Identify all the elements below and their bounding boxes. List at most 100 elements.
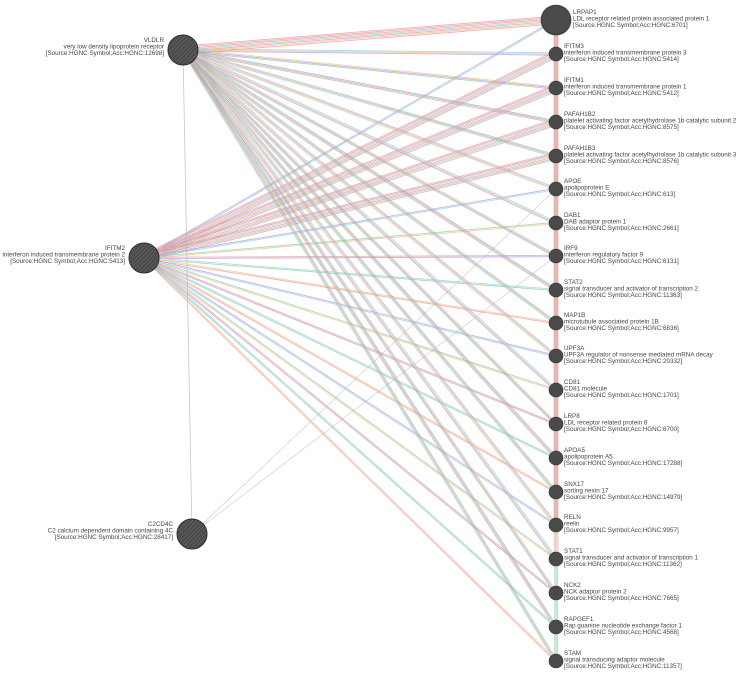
node-label-upf3a-source: [Source:HGNC Symbol;Acc:HGNC:20332] xyxy=(564,358,683,365)
node-label-irf9-name: IRF9 xyxy=(564,245,578,252)
edge-vldlr-reln xyxy=(182,49,557,526)
node-label-stat2-source: [Source:HGNC Symbol;Acc:HGNC:11363] xyxy=(564,292,682,299)
edge-vldlr-nck2 xyxy=(182,49,557,594)
edge-vldlr-stam xyxy=(181,50,556,662)
node-label-upf3a-name: UPF3A xyxy=(564,345,585,352)
edge-ifitm2-lrp8 xyxy=(144,256,557,424)
node-apoa5[interactable] xyxy=(548,450,564,466)
edge-vldlr-irf9 xyxy=(182,50,556,258)
node-label-map1b-desc: microtubule associated protein 1B xyxy=(564,319,659,326)
node-stat1[interactable] xyxy=(548,551,564,567)
node-label-lrp8-desc: LDL receptor related protein 8 xyxy=(564,420,648,427)
edge-vldlr-stam xyxy=(183,49,558,661)
edge-vldlr-dab1 xyxy=(182,50,556,225)
edge-vldlr-lrpap1 xyxy=(182,19,557,51)
edge-vldlr-lrp8 xyxy=(181,50,556,426)
node-nck2[interactable] xyxy=(548,585,564,601)
node-label-ifitm3-name: IFITM3 xyxy=(564,43,584,50)
node-apoe[interactable] xyxy=(548,181,564,197)
edge-ifitm2-stat2 xyxy=(143,258,556,292)
node-dab1[interactable] xyxy=(548,215,564,231)
node-ifitm1[interactable] xyxy=(548,80,564,96)
node-stat2[interactable] xyxy=(548,282,564,298)
edge-vldlr-cd81 xyxy=(183,48,558,390)
node-label-stat2-desc: signal transducer and activator of trans… xyxy=(564,286,699,293)
edge-vldlr-lrpap1 xyxy=(182,15,556,47)
node-label-nck2-name: NCK2 xyxy=(564,582,581,589)
node-label-rapgef1-desc: Rap guanine nucleotide exchange factor 1 xyxy=(564,623,682,630)
node-label-snx17-desc: sorting nexin 17 xyxy=(564,488,609,495)
node-label-apoa5-desc: apolipoprotein A5 xyxy=(564,454,613,461)
node-map1b[interactable] xyxy=(548,315,564,331)
node-label-c2cd4c-source: [Source:HGNC Symbol;Acc:HGNC:28417] xyxy=(55,534,174,541)
edge-ifitm2-pafah1b3 xyxy=(144,156,557,260)
node-snx17[interactable] xyxy=(548,484,564,500)
edge-vldlr-apoa5 xyxy=(181,50,556,460)
edge-ifitm2-irf9 xyxy=(144,256,557,260)
node-label-cd81-desc: CD81 molecule xyxy=(564,386,608,393)
edge-vldlr-stat2 xyxy=(182,50,556,292)
node-label-stat1-name: STAT1 xyxy=(564,548,583,555)
node-label-reln-source: [Source:HGNC Symbol;Acc:HGNC:9957] xyxy=(564,527,679,534)
node-label-pafah1b3-desc: platelet activating factor acetylhydrola… xyxy=(564,152,737,159)
node-label-pafah1b2-source: [Source:HGNC Symbol;Acc:HGNC:8575] xyxy=(564,124,679,131)
node-label-lrpap1-source: [Source:HGNC Symbol;Acc:HGNC:6701] xyxy=(573,22,688,29)
node-cd81[interactable] xyxy=(548,382,564,398)
edge-vldlr-snx17 xyxy=(181,50,556,494)
edge-vldlr-stat2 xyxy=(183,48,557,290)
edge-ifitm2-pafah1b3 xyxy=(144,158,557,262)
node-label-snx17-source: [Source:HGNC Symbol;Acc:HGNC:14979] xyxy=(564,494,683,501)
node-label-ifitm3-desc: interferon induced transmembrane protein… xyxy=(564,50,687,57)
node-layer xyxy=(128,4,572,669)
node-label-apoa5-name: APOA5 xyxy=(564,447,585,454)
node-label-ifitm3-source: [Source:HGNC Symbol;Acc:HGNC:5414] xyxy=(564,56,679,63)
node-c2cd4c[interactable] xyxy=(176,518,208,550)
edge-vldlr-dab1 xyxy=(182,49,557,224)
node-label-upf3a-desc: UPF3A regulator of nonsense mediated mRN… xyxy=(564,352,714,359)
node-lrpap1[interactable] xyxy=(540,4,572,36)
edge-vldlr-reln xyxy=(181,50,556,527)
edge-ifitm2-pafah1b2 xyxy=(143,120,556,258)
edge-vldlr-apoe xyxy=(182,49,557,190)
node-label-apoa5-source: [Source:HGNC Symbol;Acc:HGNC:17288] xyxy=(564,460,683,467)
node-pafah1b2[interactable] xyxy=(548,114,564,130)
edge-ifitm2-stam xyxy=(144,257,557,661)
node-lrp8[interactable] xyxy=(548,416,564,432)
node-label-lrp8-name: LRP8 xyxy=(564,413,580,420)
edge-ifitm2-dab1 xyxy=(144,223,557,260)
node-rapgef1[interactable] xyxy=(548,619,564,635)
node-upf3a[interactable] xyxy=(548,348,564,364)
node-label-ifitm1-desc: interferon induced transmembrane protein… xyxy=(564,84,687,91)
edge-ifitm2-reln xyxy=(144,257,557,525)
edge-ifitm2-dab1 xyxy=(143,221,556,258)
edge-ifitm2-stat2 xyxy=(144,256,557,290)
edge-vldlr-pafah1b2 xyxy=(182,49,557,123)
edge-vldlr-nck2 xyxy=(183,49,558,593)
node-label-apoe-name: APOE xyxy=(564,178,582,185)
node-label-c2cd4c-desc: C2 calcium dependent domain containing 4… xyxy=(48,528,174,535)
node-label-vldlr-desc: very low density lipoprotein receptor xyxy=(64,44,164,51)
node-label-lrp8-source: [Source:HGNC Symbol;Acc:HGNC:6700] xyxy=(564,426,679,433)
edge-ifitm2-stam xyxy=(143,258,556,662)
edge-vldlr-upf3a xyxy=(181,50,556,358)
node-irf9[interactable] xyxy=(548,248,564,264)
node-label-dab1-name: DAB1 xyxy=(564,212,581,219)
node-vldlr[interactable] xyxy=(167,34,199,66)
node-label-pafah1b3-source: [Source:HGNC Symbol;Acc:HGNC:8576] xyxy=(564,158,679,165)
edge-ifitm2-snx17 xyxy=(143,258,556,493)
node-ifitm2[interactable] xyxy=(128,242,160,274)
node-ifitm3[interactable] xyxy=(548,46,564,62)
node-reln[interactable] xyxy=(548,517,564,533)
node-label-stat2-name: STAT2 xyxy=(564,279,583,286)
edge-vldlr-pafah1b3 xyxy=(182,49,557,157)
edge-ifitm2-rapgef1 xyxy=(143,258,556,628)
edge-ifitm2-pafah1b2 xyxy=(144,122,557,260)
node-stam[interactable] xyxy=(548,653,564,669)
edge-ifitm2-stat1 xyxy=(144,257,557,559)
node-pafah1b3[interactable] xyxy=(548,148,564,164)
node-label-cd81-source: [Source:HGNC Symbol;Acc:HGNC:1701] xyxy=(564,392,679,399)
edge-vldlr-map1b xyxy=(183,48,557,323)
edge-ifitm2-reln xyxy=(143,258,556,526)
node-label-reln-desc: reelin xyxy=(564,521,580,528)
